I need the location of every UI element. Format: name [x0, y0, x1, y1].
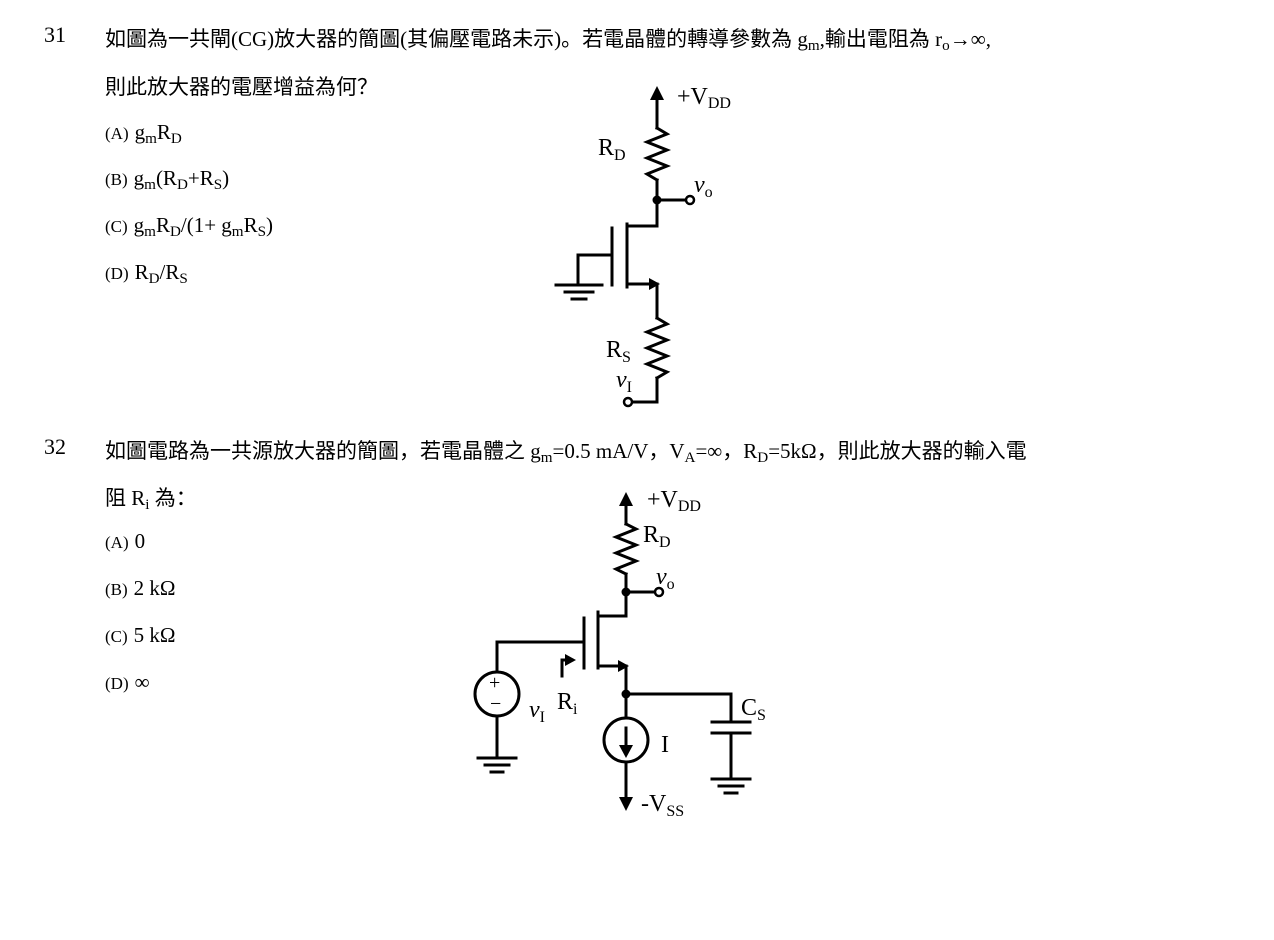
option-c[interactable]: (C) 5 kΩ — [105, 623, 176, 648]
text-seg: 如圖為一共閘(CG)放大器的簡圖(其偏壓電路未示)。若電晶體的轉導參數為 g — [105, 27, 808, 51]
ri-label: Ri — [557, 689, 578, 718]
node-dot — [652, 195, 662, 205]
option-label: (D) — [105, 264, 129, 283]
rd-label: RD — [643, 522, 671, 551]
arrow-right-icon — [649, 278, 660, 290]
question-number: 31 — [44, 22, 66, 47]
subscript: i — [145, 496, 150, 513]
cg-amplifier-circuit: +VDD RD vo RS vI — [554, 84, 731, 408]
option-b[interactable]: (B) gm(RD+RS) — [105, 166, 230, 193]
option-b[interactable]: (B) 2 kΩ — [105, 576, 176, 601]
option-text: 5 kΩ — [133, 623, 176, 647]
cs-amplifier-circuit: +VDD RD vo + − vI Ri CS I -VSS — [473, 487, 766, 820]
text-seg: →∞, — [949, 27, 991, 51]
option-text: RD/RS — [134, 260, 188, 287]
vdd-label: +VDD — [647, 487, 701, 515]
current-arrow-icon — [619, 745, 633, 758]
current-label: I — [661, 732, 669, 758]
option-text: ∞ — [134, 670, 150, 694]
question-number: 32 — [44, 434, 66, 459]
rs-label: RS — [606, 337, 631, 366]
question-text-line-2: 阻 Ri 為： — [105, 482, 197, 512]
option-label: (D) — [105, 674, 129, 693]
text-seg: 阻 R — [105, 486, 146, 510]
output-terminal — [684, 194, 696, 206]
question-text-line-1: 如圖為一共閘(CG)放大器的簡圖(其偏壓電路未示)。若電晶體的轉導參數為 gm,… — [105, 23, 991, 53]
rd-resistor — [611, 521, 641, 577]
option-label: (C) — [105, 627, 128, 646]
option-text: 0 — [134, 529, 146, 553]
option-text: 2 kΩ — [133, 576, 176, 600]
cs-label: CS — [741, 695, 766, 724]
ri-arrow-icon — [565, 654, 576, 666]
option-label: (A) — [105, 124, 129, 143]
option-a[interactable]: (A) gmRD — [105, 120, 182, 147]
option-c[interactable]: (C) gmRD/(1+ gmRS) — [105, 213, 273, 240]
text-seg: =∞，R — [695, 439, 758, 463]
option-label: (C) — [105, 217, 128, 236]
rd-resistor — [642, 125, 672, 183]
subscript: m — [540, 449, 553, 466]
subscript: A — [684, 449, 696, 466]
question-text-line-1: 如圖電路為一共源放大器的簡圖，若電晶體之 gm=0.5 mA/V，VA=∞，RD… — [105, 435, 1027, 465]
option-d[interactable]: (D) ∞ — [105, 670, 150, 695]
option-a[interactable]: (A) 0 — [105, 529, 145, 554]
arrow-right-icon — [618, 660, 629, 672]
subscript: D — [757, 449, 769, 466]
subscript: o — [942, 37, 950, 54]
subscript: m — [807, 37, 820, 54]
minus-sign: − — [490, 693, 501, 715]
vi-label: vI — [529, 697, 545, 726]
node-dot — [621, 587, 631, 597]
option-text: gmRD — [134, 120, 182, 147]
arrow-down-icon — [619, 797, 633, 811]
vo-label: vo — [694, 172, 713, 201]
text-seg: ,輸出電阻為 r — [819, 27, 943, 51]
rd-label: RD — [598, 135, 626, 164]
text-seg: 如圖電路為一共源放大器的簡圖，若電晶體之 g — [105, 439, 541, 463]
arrow-up-icon — [619, 492, 633, 506]
question-text-line-2: 則此放大器的電壓增益為何？ — [105, 75, 378, 99]
vdd-label: +VDD — [677, 84, 731, 112]
arrow-up-icon — [650, 86, 664, 100]
node-dot — [621, 689, 631, 699]
input-terminal — [622, 396, 634, 408]
text-seg: =5kΩ，則此放大器的輸入電 — [768, 439, 1027, 463]
option-d[interactable]: (D) RD/RS — [105, 260, 188, 287]
vss-label: -VSS — [641, 791, 684, 820]
plus-sign: + — [489, 672, 500, 694]
output-terminal — [653, 586, 665, 598]
option-label: (B) — [105, 170, 128, 189]
text-seg: 為： — [149, 486, 197, 510]
rs-resistor — [642, 315, 672, 381]
vo-label: vo — [656, 564, 675, 593]
option-label: (A) — [105, 533, 129, 552]
option-label: (B) — [105, 580, 128, 599]
option-text: gm(RD+RS) — [133, 166, 230, 193]
text-seg: =0.5 mA/V，V — [552, 439, 685, 463]
vi-label: vI — [616, 367, 632, 396]
option-text: gmRD/(1+ gmRS) — [133, 213, 273, 240]
